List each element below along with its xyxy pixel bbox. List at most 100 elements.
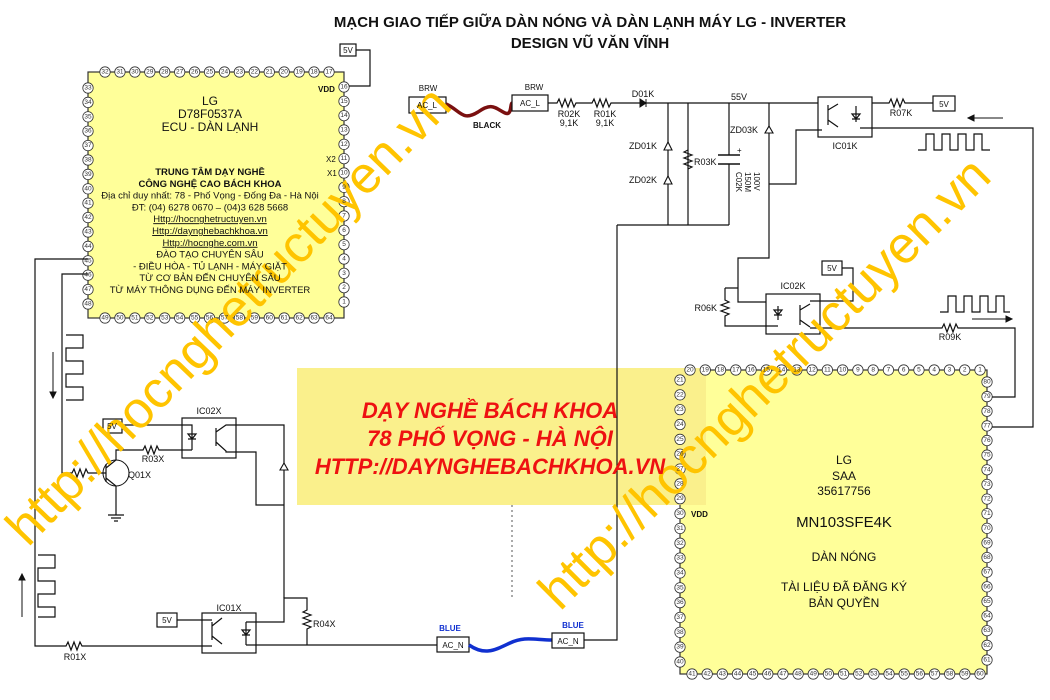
outdoor-chip-pin-circle — [898, 668, 910, 680]
outdoor-chip-pin-circle — [701, 668, 713, 680]
outdoor-chip-pin-circle — [981, 522, 993, 534]
outdoor-chip-pin-circle — [868, 668, 880, 680]
indoor-chip-pin-label: 17 — [325, 69, 333, 76]
indoor-chip-pin-circle — [144, 312, 156, 324]
outdoor-chip-pin-label: 47 — [779, 671, 787, 678]
indoor-chip-pin-circle — [82, 269, 94, 281]
outdoor-chip-pin-circle — [686, 668, 698, 680]
outdoor-chip-pin-label: 50 — [825, 671, 833, 678]
indoor-chip-pin-circle — [129, 66, 141, 78]
outdoor-chip-pin-label: 33 — [676, 555, 684, 562]
indoor-chip-pin-circle — [308, 66, 320, 78]
outdoor-chip-pin-label: 35 — [676, 584, 684, 591]
q01x-label: Q01X — [128, 470, 151, 480]
outdoor-chip-pin-circle — [981, 551, 993, 564]
zd03k-zener — [764, 124, 774, 134]
indoor-chip-pin-circle — [174, 66, 186, 78]
title-line1: MẠCH GIAO TIẾP GIỮA DÀN NÓNG VÀ DÀN LẠNH… — [334, 13, 846, 31]
outdoor-chip-pin-label: 22 — [676, 391, 684, 398]
black-wire — [445, 101, 514, 118]
d01k-label: D01K — [632, 89, 655, 99]
indoor-chip-pin-circle — [82, 125, 94, 137]
indoor-chip-pin-label: 55 — [191, 315, 199, 322]
outdoor-chip-pin-circle — [981, 449, 993, 461]
indoor-chip-pin-label: 43 — [84, 229, 92, 236]
outdoor-chip-pin-label: 80 — [983, 379, 991, 386]
outdoor-chip-pin-circle — [821, 364, 833, 376]
outdoor-chip-pin-circle — [760, 364, 772, 376]
outdoor-chip-pin-circle — [974, 668, 986, 680]
blue-label-1: BLUE — [439, 624, 461, 633]
outdoor-chip-pin-circle — [792, 668, 804, 680]
indoor-chip-pin-label: 64 — [325, 315, 333, 322]
outdoor-chip-pin-circle — [981, 566, 993, 578]
outdoor-chip-pin-label: 32 — [676, 540, 684, 547]
arrow-down-icon — [49, 352, 57, 400]
indoor-chip-pin-label: 15 — [340, 98, 348, 105]
indoor-chip-pin-circle — [129, 312, 141, 324]
indoor-chip-pin-label: 21 — [266, 69, 274, 76]
outdoor-chip-pin-circle — [674, 463, 686, 475]
outdoor-chip-pin-label: 5 — [917, 367, 921, 374]
indoor-chip-pin-label: 28 — [161, 69, 169, 76]
outdoor-chip-pin-label: 48 — [794, 671, 802, 678]
outdoor-chip-pin-label: 65 — [983, 598, 991, 605]
title-line2: DESIGN VŨ VĂN VĨNH — [511, 34, 669, 52]
c02k-capacitor — [718, 154, 740, 165]
indoor-chip-pin-label: 2 — [342, 284, 346, 291]
indoor-chip-pin-circle — [338, 224, 350, 236]
indoor-chip-pin-label: 57 — [221, 315, 229, 322]
outdoor-chip-pin-circle — [981, 478, 993, 491]
outdoor-chip-pin-circle — [731, 668, 744, 680]
outdoor-chip-pin-label: 16 — [747, 367, 755, 374]
outdoor-chip-pin-circle — [928, 668, 941, 680]
outdoor-chip-pin-circle — [882, 364, 895, 376]
indoor-chip-pin-circle — [338, 181, 350, 193]
outdoor-chip-pin-label: 77 — [983, 422, 991, 429]
pulse-waveform-2 — [940, 295, 1010, 313]
outdoor-chip-pin-label: 78 — [983, 408, 991, 415]
outdoor-chip-pin-label: 39 — [676, 644, 684, 651]
ic01k-optocoupler — [817, 96, 873, 138]
pulse-waveform-1 — [918, 133, 990, 151]
outdoor-chip-pin-circle — [674, 448, 686, 460]
indoor-chip-pin-label: 6 — [342, 227, 346, 234]
indoor-x2-label: X2 — [326, 155, 336, 164]
c02k-plus: + — [737, 146, 742, 155]
arrow-left-icon — [966, 114, 1003, 122]
outdoor-chip-pin-label: 8 — [871, 367, 875, 374]
outdoor-chip-pin-label: 60 — [976, 671, 984, 678]
indoor-chip-pin-circle — [144, 66, 156, 78]
outdoor-chip-pin-circle — [974, 364, 986, 376]
indoor-chip-pin-circle — [114, 312, 126, 324]
outdoor-chip-pin-circle — [806, 364, 818, 376]
r09k-label: R09K — [939, 332, 962, 342]
outdoor-chip-pin-label: 49 — [810, 671, 818, 678]
indoor-chip-pin-circle — [338, 110, 350, 122]
indoor-chip-pin-circle — [218, 312, 231, 324]
outdoor-chip-pin-circle — [981, 493, 993, 505]
indoor-chip-pin-circle — [338, 138, 350, 150]
outdoor-chip-pin-circle — [837, 364, 849, 376]
outdoor-chip-pin-label: 23 — [676, 406, 684, 413]
outdoor-chip-pin-circle — [944, 668, 956, 680]
outdoor-chip-line2: SAA — [832, 469, 856, 483]
outdoor-chip — [679, 369, 988, 675]
indoor-chip-pin-label: 45 — [84, 257, 92, 264]
outdoor-chip-pin-label: 43 — [719, 671, 727, 678]
outdoor-chip-pin-label: 13 — [793, 367, 801, 374]
indoor-chip-pin-circle — [338, 95, 350, 107]
r03k-label: R03K — [694, 157, 717, 167]
indoor-chip-model: D78F0537A — [178, 107, 242, 121]
indoor-chip-pin-label: 20 — [281, 69, 289, 76]
outdoor-chip-pin-circle — [716, 668, 728, 680]
r07k-label: R07K — [890, 108, 913, 118]
indoor-chip-pin-label: 8 — [342, 198, 346, 205]
outdoor-chip-model: MN103SFE4K — [796, 514, 892, 531]
outdoor-chip-line3: 35617756 — [817, 484, 871, 498]
outdoor-chip-pin-circle — [981, 464, 993, 476]
r02k-value: 9,1K — [560, 118, 579, 128]
indoor-chip-pin-circle — [338, 239, 350, 251]
indoor-chip-pin-circle — [338, 253, 350, 265]
indoor-chip-pin-label: 44 — [84, 243, 92, 250]
